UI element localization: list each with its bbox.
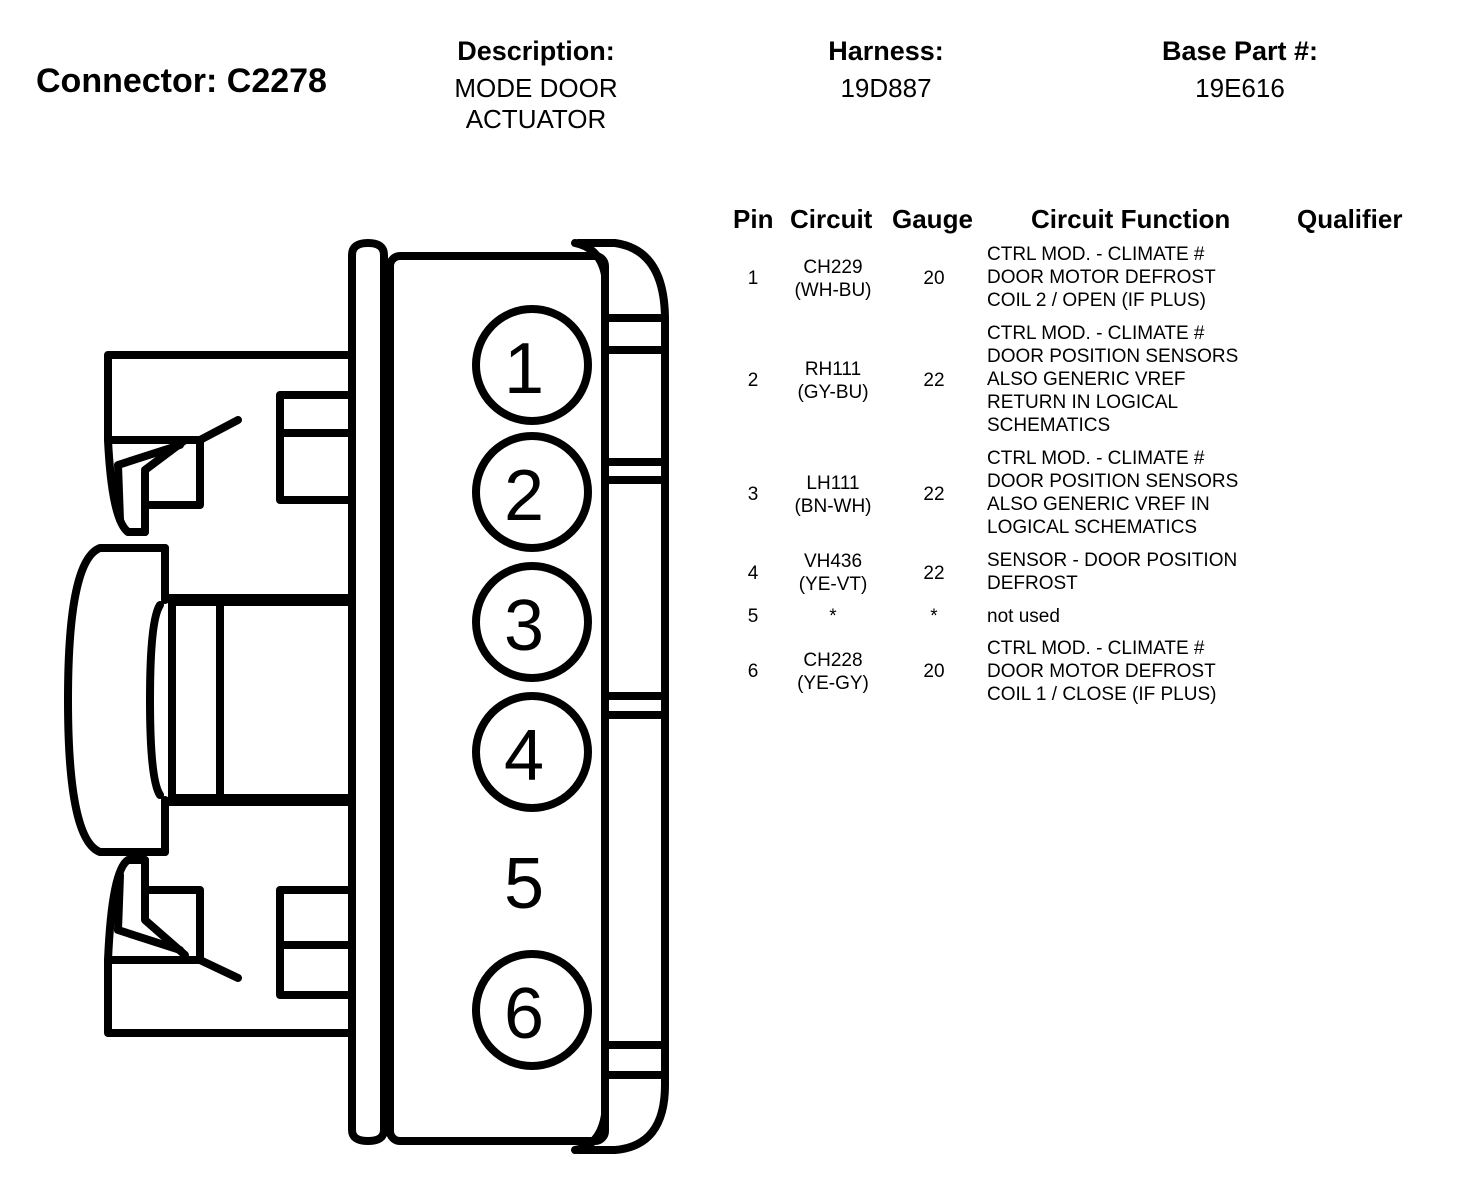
row-3-gauge: 22 [923, 484, 945, 505]
row-3-circuit: LH111 (BN-WH) [794, 473, 872, 517]
pin-label-2: 2 [504, 456, 544, 536]
row-5-pin: 5 [747, 606, 759, 627]
row-4-circuit: VH436 (YE-VT) [798, 551, 868, 595]
lock-bulge [64, 544, 169, 856]
row-3-function: CTRL MOD. - CLIMATE # DOOR POSITION SENS… [987, 448, 1239, 538]
harness-value: 19D887 [840, 73, 932, 103]
pin-label-1: 1 [504, 329, 544, 409]
pin-label-4: 4 [504, 716, 544, 796]
base-part-label: Base Part #: [1161, 36, 1319, 66]
row-2-function: CTRL MOD. - CLIMATE # DOOR POSITION SENS… [987, 323, 1239, 436]
row-6-circuit: CH228 (YE-GY) [797, 650, 869, 694]
harness-block: Harness: 19D887 [776, 36, 996, 104]
pin-label-6: 6 [504, 974, 544, 1054]
row-4-gauge: 22 [923, 563, 945, 584]
col-header-function: Circuit Function [1031, 204, 1231, 234]
row-1-gauge: 20 [923, 268, 945, 289]
row-4-pin: 4 [747, 563, 759, 584]
lock-window [168, 596, 356, 804]
row-2-circuit: RH111 (GY-BU) [797, 359, 869, 403]
col-header-qualifier: Qualifier [1297, 204, 1403, 234]
row-1-circuit: CH229 (WH-BU) [794, 257, 872, 301]
base-part-block: Base Part #: 19E616 [1120, 36, 1360, 104]
description-block: Description: MODE DOOR ACTUATOR [416, 36, 656, 135]
pin-6-circle [472, 950, 592, 1070]
row-6-gauge: 20 [923, 661, 945, 682]
connector-title: Connector: C2278 [36, 62, 327, 100]
row-5-function: not used [987, 606, 1060, 627]
left-rib [348, 239, 388, 1145]
base-part-value: 19E616 [1195, 73, 1285, 103]
harness-label: Harness: [828, 36, 944, 66]
pin-1-circle [472, 305, 592, 425]
pin-label-3: 3 [504, 586, 544, 666]
row-2-gauge: 22 [923, 370, 945, 391]
window-upper [276, 391, 356, 504]
row-3-pin: 3 [747, 484, 759, 505]
col-header-pin: Pin [733, 204, 774, 234]
row-6-pin: 6 [747, 661, 759, 682]
pin-3-circle [472, 562, 592, 682]
pin-label-5: 5 [504, 844, 544, 924]
row-5-circuit: * [829, 606, 837, 627]
row-1-pin: 1 [747, 268, 759, 289]
description-value: MODE DOOR ACTUATOR [454, 73, 618, 134]
row-2-pin: 2 [747, 370, 759, 391]
row-5-gauge: * [930, 606, 938, 627]
row-1-function: CTRL MOD. - CLIMATE # DOOR MOTOR DEFROST… [987, 244, 1216, 311]
row-6-function: CTRL MOD. - CLIMATE # DOOR MOTOR DEFROST… [987, 638, 1217, 705]
connector-face-diagram: 1 2 3 4 5 6 [64, 239, 669, 1154]
col-header-gauge: Gauge [892, 204, 973, 234]
description-label: Description: [457, 36, 615, 66]
pin-4-circle [472, 692, 592, 812]
pin-2-circle [472, 432, 592, 552]
row-4-function: SENSOR - DOOR POSITION DEFROST [987, 550, 1238, 594]
right-cap [574, 239, 669, 1154]
col-header-circuit: Circuit [790, 204, 873, 234]
